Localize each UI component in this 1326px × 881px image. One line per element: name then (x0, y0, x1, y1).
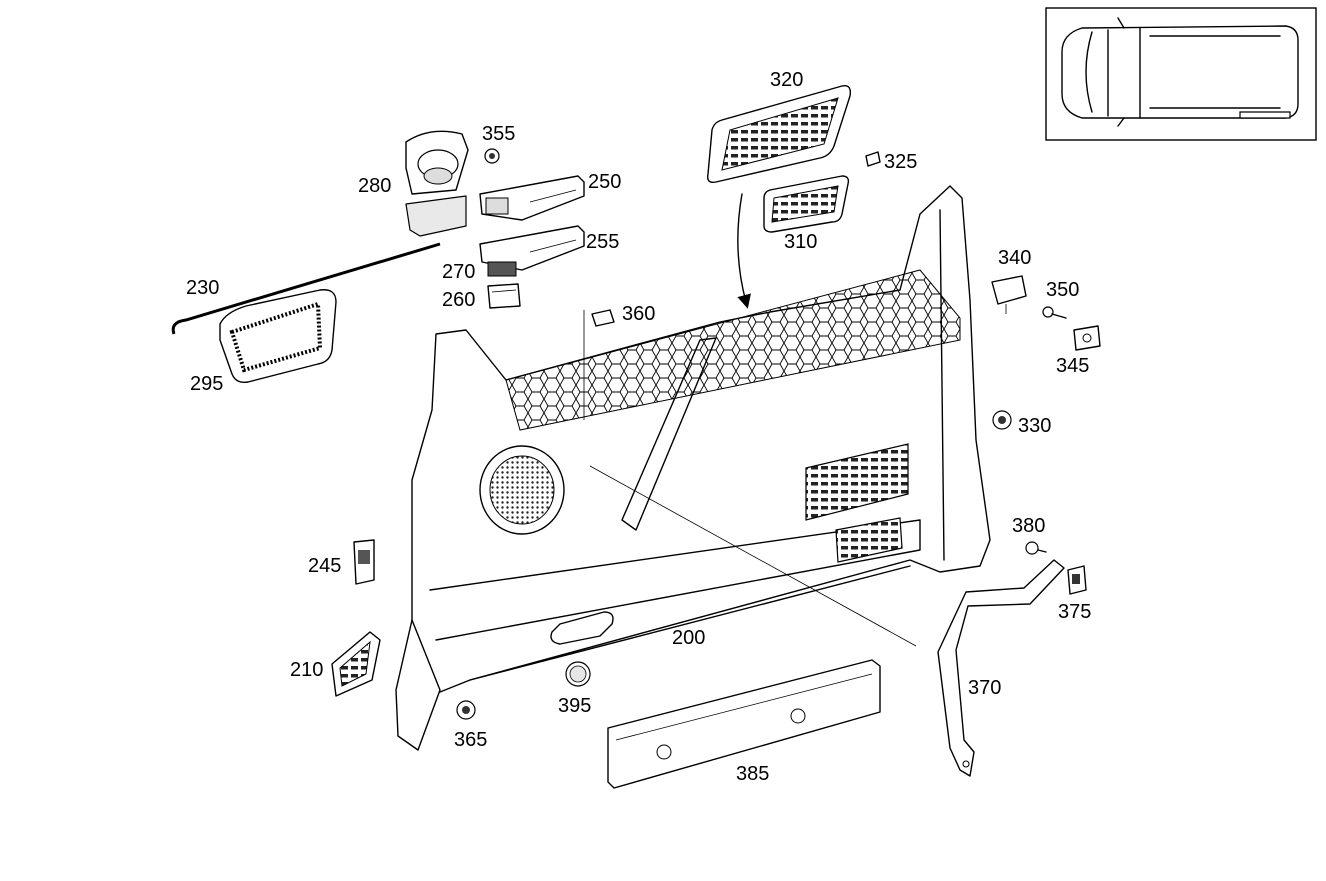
label-330: 330 (1018, 415, 1051, 437)
strut-370 (937, 559, 1065, 777)
clip-360 (591, 309, 615, 327)
grille-310 (763, 175, 850, 233)
clip-330 (992, 410, 1012, 430)
label-295: 295 (190, 373, 223, 395)
clip-325 (865, 151, 881, 167)
nut-375 (1067, 565, 1087, 595)
label-375: 375 (1058, 601, 1091, 623)
callout-labels: 320 355 325 280 250 310 255 340 270 230 … (186, 69, 1091, 785)
switch-260 (487, 283, 521, 309)
label-210: 210 (290, 659, 323, 681)
vehicle-top-view-icon (1045, 7, 1317, 141)
cup-holder-280 (405, 130, 469, 237)
label-355: 355 (482, 123, 515, 145)
switch-270 (487, 261, 517, 277)
side-panel-200 (395, 185, 991, 751)
label-200: 200 (672, 627, 705, 649)
clip-365 (456, 700, 476, 720)
label-320: 320 (770, 69, 803, 91)
switch-panel-255 (479, 225, 585, 271)
vent-210 (331, 631, 381, 697)
label-395: 395 (558, 695, 591, 717)
panel-385 (607, 659, 881, 789)
cover-345 (1073, 325, 1101, 351)
label-360: 360 (622, 303, 655, 325)
label-380: 380 (1012, 515, 1045, 537)
trim-frame-295 (219, 289, 337, 384)
label-255: 255 (586, 231, 619, 253)
label-340: 340 (998, 247, 1031, 269)
push-nut-355 (484, 148, 500, 164)
label-280: 280 (358, 175, 391, 197)
rod-230 (171, 242, 441, 335)
label-245: 245 (308, 555, 341, 577)
bracket-340 (991, 275, 1027, 314)
screw-350 (1042, 306, 1067, 319)
label-365: 365 (454, 729, 487, 751)
label-385: 385 (736, 763, 769, 785)
label-270: 270 (442, 261, 475, 283)
label-325: 325 (884, 151, 917, 173)
switch-panel-250 (479, 175, 585, 221)
label-310: 310 (784, 231, 817, 253)
clip-380 (1025, 541, 1047, 555)
cap-395 (565, 661, 591, 687)
arrow-down-icon (737, 193, 751, 309)
grille-320 (706, 85, 852, 184)
label-250: 250 (588, 171, 621, 193)
label-260: 260 (442, 289, 475, 311)
label-370: 370 (968, 677, 1001, 699)
label-230: 230 (186, 277, 219, 299)
label-345: 345 (1056, 355, 1089, 377)
label-350: 350 (1046, 279, 1079, 301)
switch-245 (353, 539, 375, 585)
